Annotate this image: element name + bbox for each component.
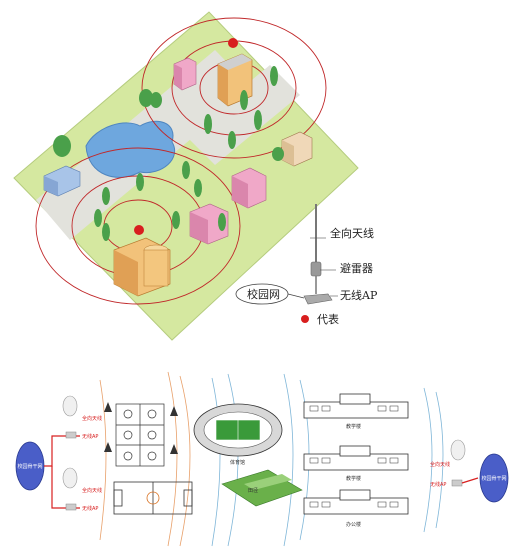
trees [53, 66, 284, 241]
ap2-antenna-label: 全向天线 [82, 487, 102, 494]
athletics-field [221, 469, 303, 507]
campus-wifi-coverage-diagram: 全向天线 避雷器 校园网 无线AP 代表 [13, 11, 378, 341]
ap-marker-lower [134, 225, 144, 235]
building-2-label: 教学楼 [346, 475, 361, 482]
right-backbone-link [461, 477, 479, 484]
stadium-label: 体育馆 [230, 459, 245, 466]
office-building [303, 489, 409, 515]
ap-unit-2 [62, 467, 78, 511]
ap1-ap-label: 无线AP [82, 433, 98, 440]
ap-unit-right [450, 439, 466, 487]
right-backbone-node [479, 453, 509, 503]
building-1-label: 教学楼 [346, 423, 361, 430]
building-pink-middle [231, 167, 267, 209]
small-trees [104, 402, 178, 454]
building-beige-right [281, 131, 313, 167]
field-label: 田径 [248, 487, 258, 494]
legend-marker [301, 315, 309, 323]
lake [85, 120, 176, 178]
ap-unit-1 [62, 395, 78, 439]
right-backbone-label: 校园骨干网 [481, 475, 506, 482]
basketball-courts [115, 403, 165, 467]
campus-net-label: 校园网 [247, 287, 280, 301]
soccer-field [113, 481, 193, 515]
ap-right-ap-label: 无线AP [430, 481, 446, 488]
building-blue-left [43, 165, 81, 197]
antenna-stack [303, 204, 338, 305]
ap-right-antenna-label: 全向天线 [430, 461, 450, 468]
legend-represents-label: 代表 [317, 312, 339, 326]
building-pink-upper [173, 57, 197, 91]
stadium [193, 403, 283, 457]
antenna-label: 全向天线 [330, 226, 374, 240]
arrester-label: 避雷器 [340, 261, 373, 275]
ap1-antenna-label: 全向天线 [82, 415, 102, 422]
teaching-building-2 [303, 445, 409, 471]
school-wireless-deployment-diagram: 校园骨干网 全向天线 无线AP 全向天线 无线AP [15, 371, 509, 547]
teaching-building-1 [303, 393, 409, 419]
campus-road-2 [185, 65, 300, 165]
ap2-ap-label: 无线AP [82, 505, 98, 512]
left-backbone-label: 校园骨干网 [17, 463, 42, 470]
office-building-label: 办公楼 [346, 521, 361, 528]
wireless-ap-label: 无线AP [340, 288, 378, 302]
building-main-lower [113, 237, 171, 297]
ap-marker-upper [228, 38, 238, 48]
building-pink-lower [189, 203, 229, 245]
